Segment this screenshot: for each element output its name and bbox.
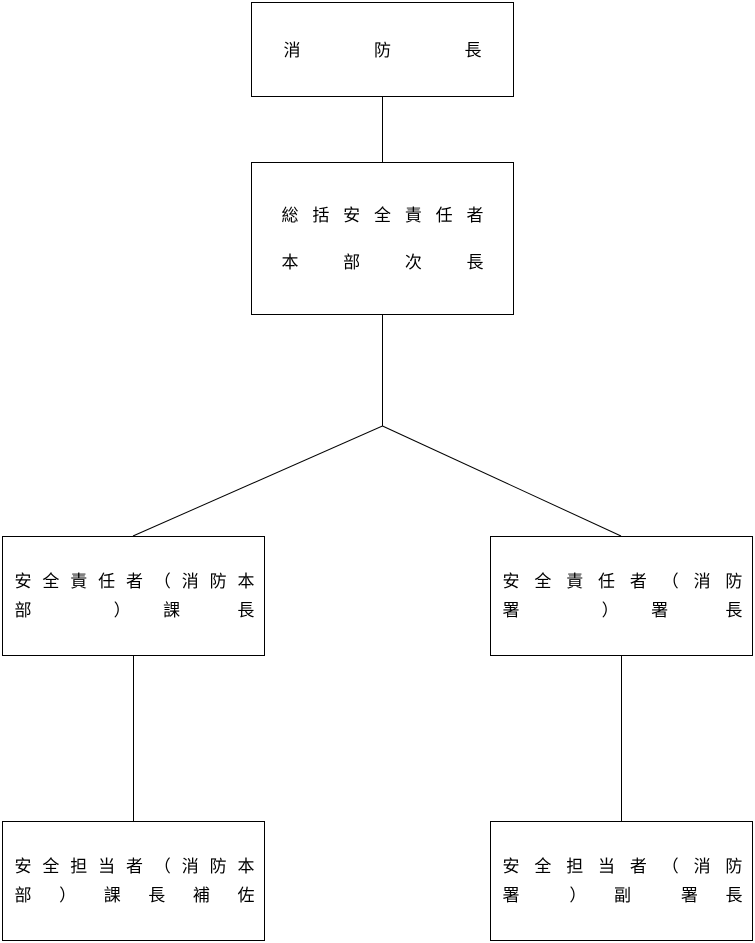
safety-manager-station-position: 署 ） 署 長 <box>502 601 743 621</box>
fire-chief-label: 消 防 長 <box>283 41 482 61</box>
safety-manager-hq-box: 安全責任者（消防本 部 ） 課 長 <box>2 536 265 656</box>
connector-branch-right <box>382 425 622 537</box>
safety-officer-station-position: 署 ） 副 署 長 <box>502 886 743 906</box>
general-safety-manager-title: 総括安全責任者 <box>281 206 484 226</box>
safety-officer-station-title: 安全担当者（消防 <box>502 857 743 877</box>
safety-manager-station-title: 安全責任者（消防 <box>502 572 743 592</box>
safety-manager-hq-title: 安全責任者（消防本 <box>14 572 255 592</box>
safety-manager-hq-position: 部 ） 課 長 <box>14 601 255 621</box>
safety-officer-hq-position: 部 ） 課 長 補 佐 <box>14 886 255 906</box>
safety-manager-station-box: 安全責任者（消防 署 ） 署 長 <box>490 536 753 656</box>
safety-officer-hq-title: 安全担当者（消防本 <box>14 857 255 877</box>
safety-officer-hq-box: 安全担当者（消防本 部 ） 課 長 補 佐 <box>2 821 265 941</box>
fire-chief-box: 消 防 長 <box>251 2 514 97</box>
general-safety-manager-position: 本 部 次 長 <box>281 253 484 273</box>
general-safety-manager-box: 総括安全責任者 本 部 次 長 <box>251 162 514 315</box>
connector-branch-left <box>132 425 383 537</box>
safety-officer-station-box: 安全担当者（消防 署 ） 副 署 長 <box>490 821 753 941</box>
